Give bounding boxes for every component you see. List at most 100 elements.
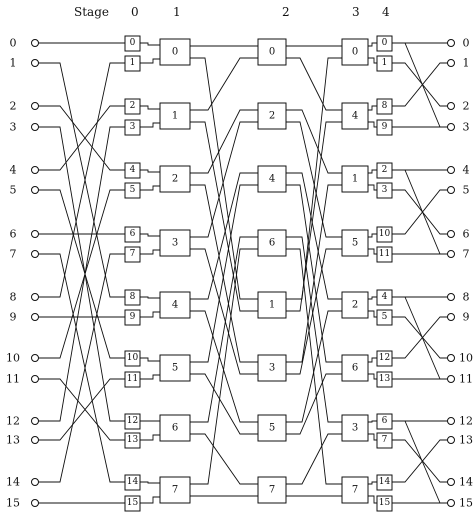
stage3-stage4-wire [368, 310, 377, 318]
stage0-switch [124, 413, 141, 430]
stage3-switch [341, 414, 369, 442]
input-terminal [31, 39, 39, 47]
stage1-switch-label: 6 [172, 423, 178, 434]
stage2-stage3-wire [286, 184, 342, 363]
stage1-switch [159, 38, 191, 66]
stage0-switch-label: 7 [130, 249, 136, 259]
output-label: 6 [463, 228, 470, 241]
input-label: 12 [6, 415, 20, 428]
stage3-stage4-wire [368, 495, 377, 504]
stage4-switch [376, 119, 393, 136]
stage4-switch-label: 12 [379, 353, 390, 363]
input-label: 4 [10, 164, 17, 177]
stage3-switch [341, 354, 369, 382]
nodes-layer: 0123456789101112131415012345678910111213… [6, 35, 473, 512]
output-wire [392, 189, 448, 235]
stage2-stage3-wire [286, 121, 342, 238]
stage4-switch [376, 495, 393, 512]
stage1-stage2-wire [190, 109, 258, 174]
output-label: 5 [463, 184, 470, 197]
output-cross-wire [404, 42, 441, 128]
output-terminal [447, 39, 455, 47]
stage3-stage4-wire [368, 233, 377, 238]
input-wire [38, 105, 125, 171]
input-wire [38, 253, 125, 483]
stage4-switch-label: 7 [382, 435, 388, 445]
stage0-switch-label: 0 [130, 38, 136, 48]
input-terminal [31, 417, 39, 425]
stage1-switch [159, 165, 191, 193]
output-terminal [447, 478, 455, 486]
output-label: 11 [459, 373, 473, 386]
input-wire [38, 189, 125, 359]
stage4-switch [376, 162, 393, 179]
stage2-stage3-wire [286, 57, 342, 300]
output-label: 13 [459, 434, 473, 447]
stage1-stage2-wire [190, 57, 258, 300]
stage1-switch-label: 5 [172, 363, 178, 374]
output-terminal [447, 230, 455, 238]
input-terminal [31, 123, 39, 131]
stage0-switch-label: 5 [130, 185, 136, 195]
stage3-stage4-wire [368, 105, 377, 111]
stage3-switch [341, 291, 369, 319]
stage3-switch-label: 1 [352, 174, 358, 185]
input-label: 5 [10, 184, 17, 197]
stage0-switch-label: 1 [130, 58, 136, 68]
stage-header-label: Stage [74, 5, 109, 19]
stage2-stage3-wire [286, 248, 342, 485]
input-wire [38, 189, 125, 359]
stage4-switch [376, 246, 393, 263]
input-terminal [31, 354, 39, 362]
stage3-switch [341, 476, 369, 504]
stage0-switch [124, 350, 141, 367]
stage1-stage2-wire [190, 172, 258, 300]
input-terminal [31, 436, 39, 444]
stage4-switch [376, 289, 393, 306]
output-cross-wire [404, 420, 441, 504]
stage1-switch [159, 229, 191, 257]
output-label: 10 [459, 352, 473, 365]
stage3-stage4-wire [368, 296, 377, 300]
stage1-switch [159, 414, 191, 442]
stage2-stage3-wire [286, 172, 342, 300]
input-terminal [31, 102, 39, 110]
stage1-switch-label: 3 [172, 238, 178, 249]
output-label: 2 [463, 100, 470, 113]
output-terminal [447, 499, 455, 507]
stage4-switch-label: 8 [382, 101, 388, 111]
input-label: 2 [10, 100, 17, 113]
stage1-stage2-wire [190, 248, 258, 375]
stage0-stage1-wire [140, 169, 160, 173]
stage2-switch [257, 414, 287, 442]
stage0-stage1-wire [140, 105, 160, 110]
stage3-stage4-wire [368, 121, 377, 128]
stage3-switch [341, 38, 369, 66]
stage2-switch [257, 38, 287, 66]
stage1-stage2-wire [190, 433, 258, 485]
output-terminal [447, 102, 455, 110]
stage3-stage4-wire [368, 184, 377, 191]
stage2-switch-label: 7 [269, 485, 275, 496]
stage0-switch-label: 15 [127, 498, 139, 508]
stage0-stage1-wire [140, 296, 160, 299]
stage4-switch [376, 98, 393, 115]
input-label: 3 [10, 121, 17, 134]
stage1-stage2-wire [190, 248, 258, 485]
stage2-stage3-wire [286, 433, 342, 485]
input-terminal [31, 293, 39, 301]
stage2-switch-label: 6 [269, 238, 275, 249]
stage0-switch [124, 432, 141, 449]
stage2-stage3-wire [286, 184, 342, 363]
stage0-switch-label: 10 [127, 353, 139, 363]
stage3-switch [341, 229, 369, 257]
stage3-stage4-wire [368, 420, 377, 423]
stage0-switch [124, 474, 141, 491]
output-cross-wire [404, 169, 441, 255]
stage4-switch-label: 3 [382, 185, 388, 195]
stage4-switch [376, 371, 393, 388]
output-terminal [447, 354, 455, 362]
stage0-stage1-wire [140, 434, 160, 441]
stage3-stage4-wire [368, 248, 377, 255]
